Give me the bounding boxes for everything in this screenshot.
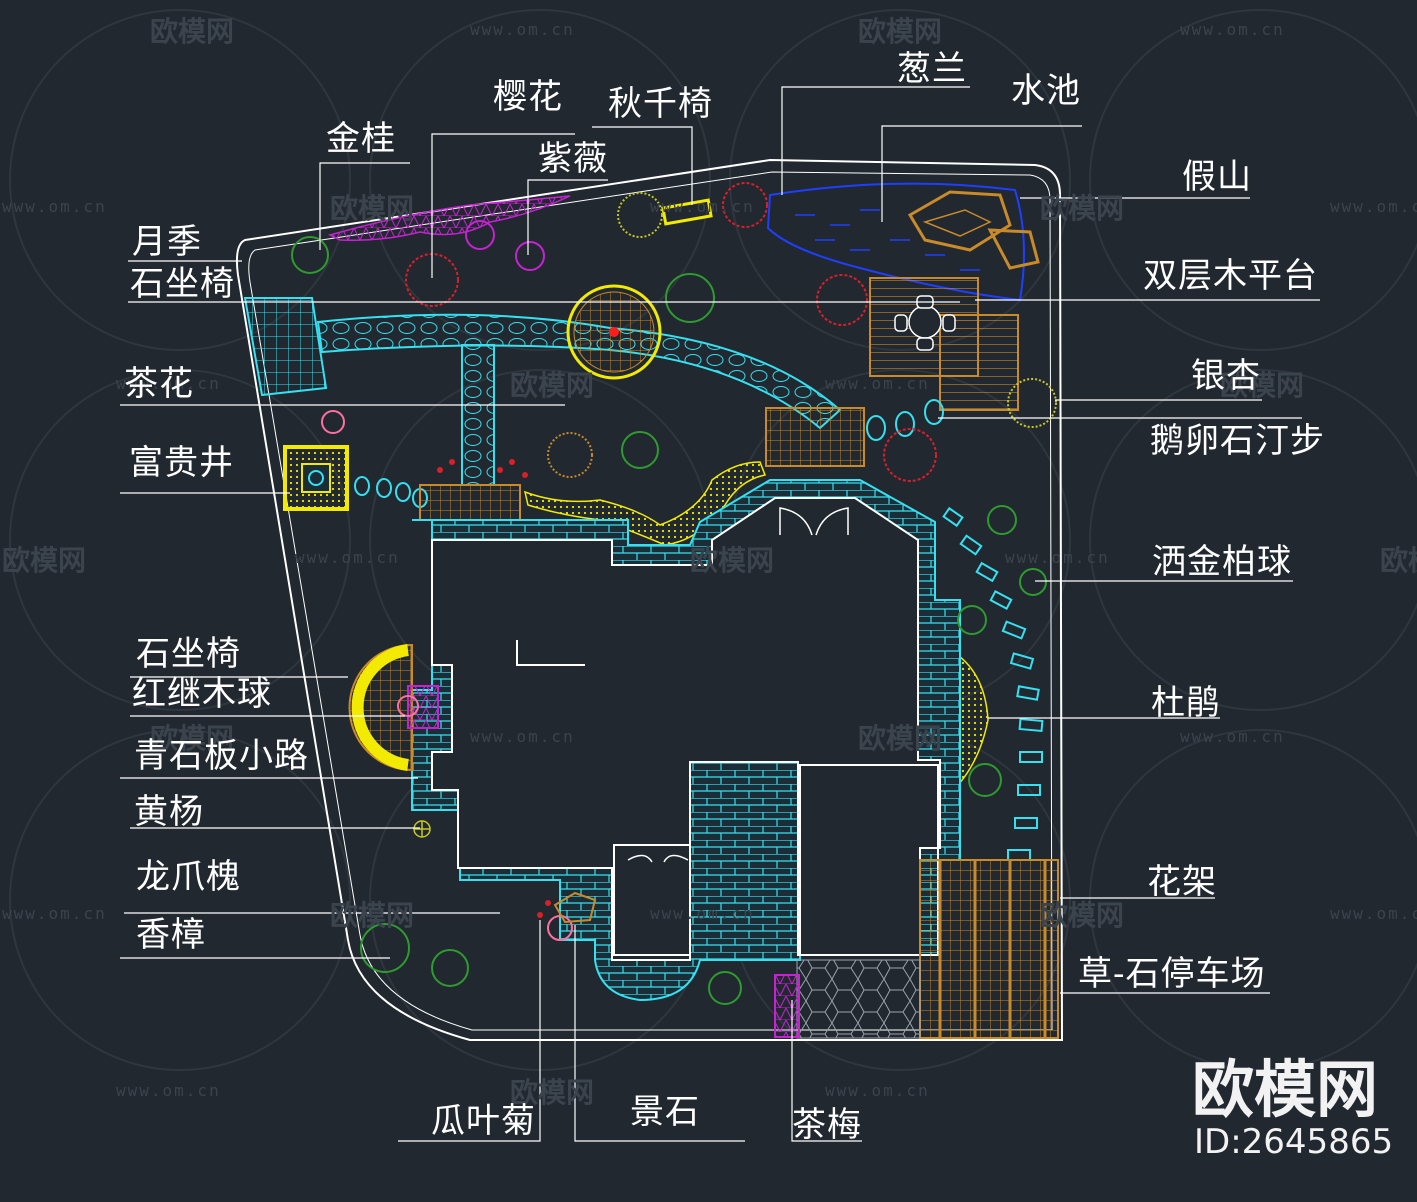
watermark-text: 欧模网	[1040, 192, 1125, 225]
watermark-text: 欧模网	[510, 1076, 595, 1109]
label-camellia: 茶花	[124, 364, 194, 404]
pebble-path-spur	[461, 344, 495, 486]
watermark-text: 欧模网	[330, 899, 415, 932]
round-pavilion	[566, 284, 662, 380]
label-osmanthus: 金桂	[326, 119, 396, 159]
site-boundary-inner	[248, 171, 1053, 1031]
label-quince: 茶梅	[792, 1105, 862, 1145]
watermark-text: 欧模网	[1040, 899, 1125, 932]
watermark-text: 欧模网	[2, 544, 87, 577]
leader-lines	[120, 86, 1320, 1142]
label-fugui-well: 富贵井	[129, 443, 234, 483]
watermark-url: www.om.cn	[116, 1081, 221, 1100]
loropetalum-bed	[407, 685, 439, 729]
watermark-url: www.om.cn	[116, 374, 221, 393]
pergola-structure	[919, 859, 1059, 1039]
loropetalum-ball	[397, 695, 419, 717]
watermark-url: www.om.cn	[825, 374, 930, 393]
rose-hedge-bed	[327, 195, 571, 242]
watermark-text: 欧模网	[1220, 369, 1305, 402]
label-crape-myrtle: 紫薇	[538, 139, 608, 179]
watermark-url: www.om.cn	[825, 1081, 930, 1100]
brown-camellia-tree	[547, 432, 593, 478]
label-rockery: 假山	[1182, 157, 1252, 197]
fugui-well-core	[308, 470, 324, 486]
watermark-url: www.om.cn	[1180, 727, 1285, 746]
label-pebble-steps: 鹅卵石汀步	[1150, 421, 1325, 461]
entry-door-arcs	[779, 507, 849, 536]
red-shrub-clusters	[437, 459, 551, 918]
watermark-url: www.om.cn	[295, 548, 400, 567]
pink-flower-accents	[321, 410, 573, 941]
entry-wood-terrace	[765, 407, 865, 467]
watermark-url: www.om.cn	[470, 727, 575, 746]
pavilion-center	[609, 327, 619, 337]
watermark-url: www.om.cn	[650, 197, 755, 216]
watermark-text: 欧模网	[150, 722, 235, 755]
label-rose: 月季	[132, 222, 202, 262]
watermark-text: 欧模网	[150, 15, 235, 48]
label-gold-cypress: 洒金柏球	[1152, 542, 1292, 582]
watermark-text: 欧模网	[858, 722, 943, 755]
watermark-url: www.om.cn	[1330, 197, 1417, 216]
watermark-text: 欧模网	[690, 544, 775, 577]
label-swing-chair: 秋千椅	[608, 84, 713, 124]
label-grass-parking: 草-石停车场	[1078, 954, 1266, 994]
quince-bed	[774, 974, 800, 1038]
label-pond: 水池	[1011, 71, 1081, 111]
label-bluestone-path: 青石板小路	[134, 736, 309, 776]
watermark-text: 欧模网	[510, 369, 595, 402]
grass-stone-parking	[796, 959, 921, 1039]
rockery-shape	[907, 190, 1040, 270]
arc-stepping-stones	[942, 506, 1044, 861]
watermark-url: www.om.cn	[650, 904, 755, 923]
watermark-text: 欧模网	[1380, 544, 1417, 577]
house-interior	[431, 497, 941, 961]
fugui-well-inner	[301, 463, 331, 493]
brand-logo-text: 欧模网	[1192, 1053, 1379, 1126]
label-loropetalum: 红继木球	[132, 674, 272, 714]
side-door-arcs	[627, 854, 689, 863]
label-scenic-stone: 景石	[630, 1092, 700, 1132]
interior-corner-mark	[516, 640, 585, 666]
label-double-deck: 双层木平台	[1143, 256, 1318, 296]
boxwood-ball	[413, 820, 431, 838]
watermark-text: 欧模网	[858, 15, 943, 48]
watermark-url: www.om.cn	[2, 904, 107, 923]
side-entry	[613, 844, 691, 956]
watermark-url: www.om.cn	[1180, 20, 1285, 39]
purple-crape-myrtle-trees	[465, 220, 545, 271]
pond-ripples	[795, 209, 980, 271]
label-camphor: 香樟	[136, 915, 206, 955]
stone-bench-paving	[243, 297, 328, 397]
swing-chair	[661, 198, 713, 226]
semicircle-stone-bench	[351, 644, 409, 771]
watermark-url: www.om.cn	[1005, 548, 1110, 567]
label-ginkgo: 银杏	[1191, 356, 1261, 396]
label-pagoda-tree: 龙爪槐	[136, 857, 241, 897]
rear-steps	[419, 484, 521, 521]
label-stone-bench-left: 石坐椅	[136, 634, 241, 674]
label-pergola: 花架	[1147, 862, 1217, 902]
watermark-url: www.om.cn	[470, 20, 575, 39]
watermark-url: www.om.cn	[1330, 904, 1417, 923]
scenic-stone-shape	[553, 891, 597, 924]
watermark-text: 欧模网	[330, 192, 415, 225]
brand-id: ID:2645865	[1194, 1122, 1394, 1162]
label-sakura: 樱花	[493, 77, 563, 117]
label-boxwood: 黄杨	[134, 792, 204, 832]
pergola-beams	[938, 860, 1047, 1038]
green-trees	[291, 236, 1047, 1005]
label-stone-bench-top: 石坐椅	[130, 264, 235, 304]
label-azalea: 杜鹃	[1151, 683, 1221, 723]
watermark-url: www.om.cn	[2, 197, 107, 216]
label-gerbera: 瓜叶菊	[431, 1101, 536, 1141]
yellow-ginkgo-trees	[617, 192, 1057, 428]
label-scallion-orchid: 葱兰	[897, 49, 967, 89]
